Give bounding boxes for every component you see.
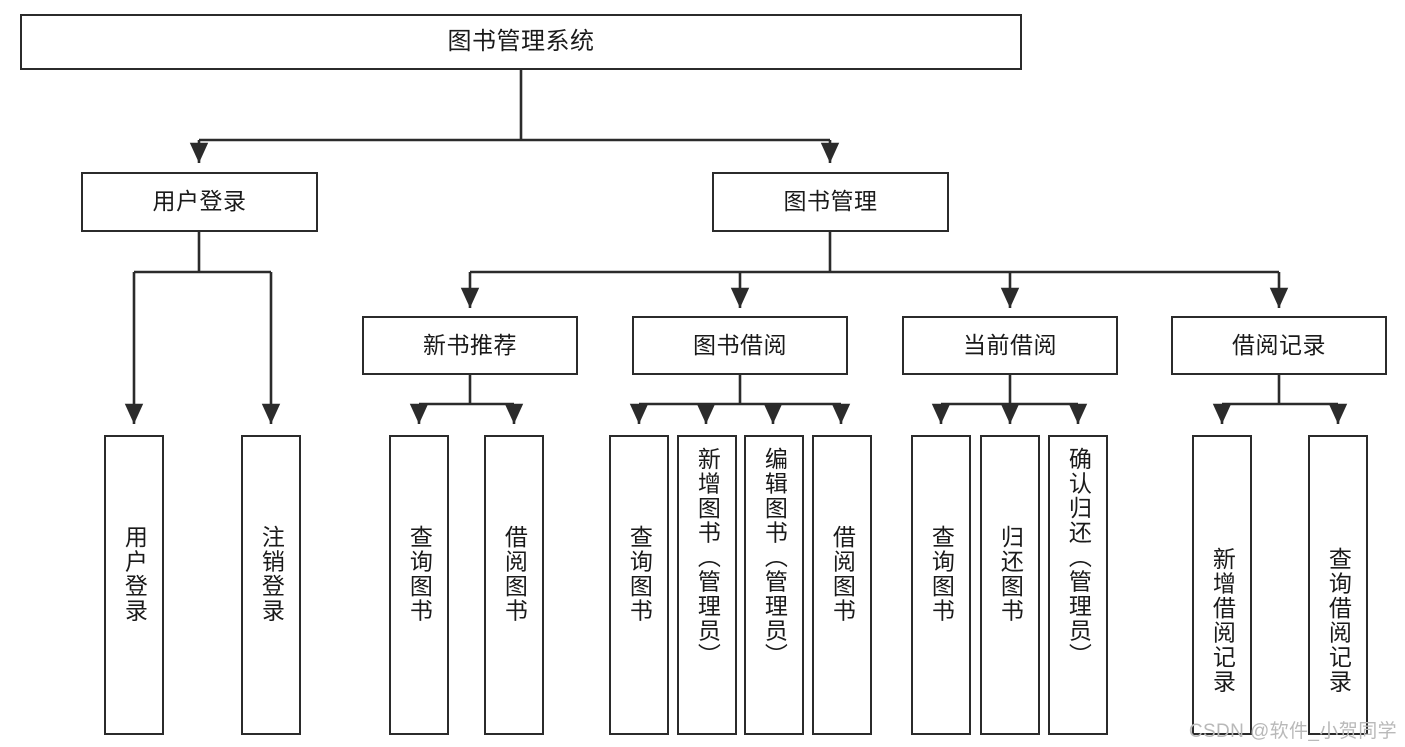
node-leaf-return-book[interactable]: 归还图书 bbox=[980, 435, 1040, 735]
node-leaf-query-book-1-label: 查询图书 bbox=[406, 525, 433, 623]
node-leaf-borrow-book-1-label: 借阅图书 bbox=[501, 525, 528, 623]
node-leaf-add-book[interactable]: 新增图书（管理员） bbox=[677, 435, 737, 735]
node-leaf-borrow-book-2-label: 借阅图书 bbox=[829, 525, 856, 623]
node-leaf-return-book-label: 归还图书 bbox=[997, 525, 1024, 623]
node-root-label: 图书管理系统 bbox=[447, 27, 595, 55]
node-leaf-add-book-label: 新增图书（管理员） bbox=[694, 447, 721, 668]
node-new-book-rec-label: 新书推荐 bbox=[423, 331, 517, 358]
node-leaf-add-record-label: 新增借阅记录 bbox=[1209, 547, 1236, 694]
node-book-manage-label: 图书管理 bbox=[783, 188, 878, 215]
node-leaf-query-book-1[interactable]: 查询图书 bbox=[389, 435, 449, 735]
node-leaf-query-book-2-label: 查询图书 bbox=[626, 525, 653, 623]
node-leaf-query-record-label: 查询借阅记录 bbox=[1325, 547, 1352, 694]
node-new-book-rec[interactable]: 新书推荐 bbox=[362, 316, 578, 375]
node-leaf-query-book-3-label: 查询图书 bbox=[928, 525, 955, 623]
node-book-borrow-label: 图书借阅 bbox=[693, 331, 787, 358]
node-root[interactable]: 图书管理系统 bbox=[20, 14, 1022, 70]
node-leaf-logout-label: 注销登录 bbox=[258, 525, 285, 623]
node-leaf-edit-book[interactable]: 编辑图书（管理员） bbox=[744, 435, 804, 735]
node-book-borrow[interactable]: 图书借阅 bbox=[632, 316, 848, 375]
node-user-login[interactable]: 用户登录 bbox=[81, 172, 318, 232]
node-borrow-record-label: 借阅记录 bbox=[1232, 331, 1326, 358]
watermark-text: CSDN @软件_小贺同学 bbox=[1188, 721, 1397, 742]
node-leaf-query-record[interactable]: 查询借阅记录 bbox=[1308, 435, 1368, 735]
node-leaf-logout[interactable]: 注销登录 bbox=[241, 435, 301, 735]
node-leaf-query-book-3[interactable]: 查询图书 bbox=[911, 435, 971, 735]
node-leaf-add-record[interactable]: 新增借阅记录 bbox=[1192, 435, 1252, 735]
node-leaf-query-book-2[interactable]: 查询图书 bbox=[609, 435, 669, 735]
node-leaf-user-login[interactable]: 用户登录 bbox=[104, 435, 164, 735]
node-leaf-confirm-return-label: 确认归还（管理员） bbox=[1065, 447, 1092, 668]
node-book-manage[interactable]: 图书管理 bbox=[712, 172, 949, 232]
node-leaf-borrow-book-2[interactable]: 借阅图书 bbox=[812, 435, 872, 735]
node-current-borrow-label: 当前借阅 bbox=[963, 331, 1057, 358]
node-leaf-borrow-book-1[interactable]: 借阅图书 bbox=[484, 435, 544, 735]
node-current-borrow[interactable]: 当前借阅 bbox=[902, 316, 1118, 375]
node-borrow-record[interactable]: 借阅记录 bbox=[1171, 316, 1387, 375]
node-user-login-label: 用户登录 bbox=[152, 188, 247, 215]
node-leaf-confirm-return[interactable]: 确认归还（管理员） bbox=[1048, 435, 1108, 735]
node-leaf-user-login-label: 用户登录 bbox=[121, 525, 148, 623]
node-leaf-edit-book-label: 编辑图书（管理员） bbox=[761, 447, 788, 668]
